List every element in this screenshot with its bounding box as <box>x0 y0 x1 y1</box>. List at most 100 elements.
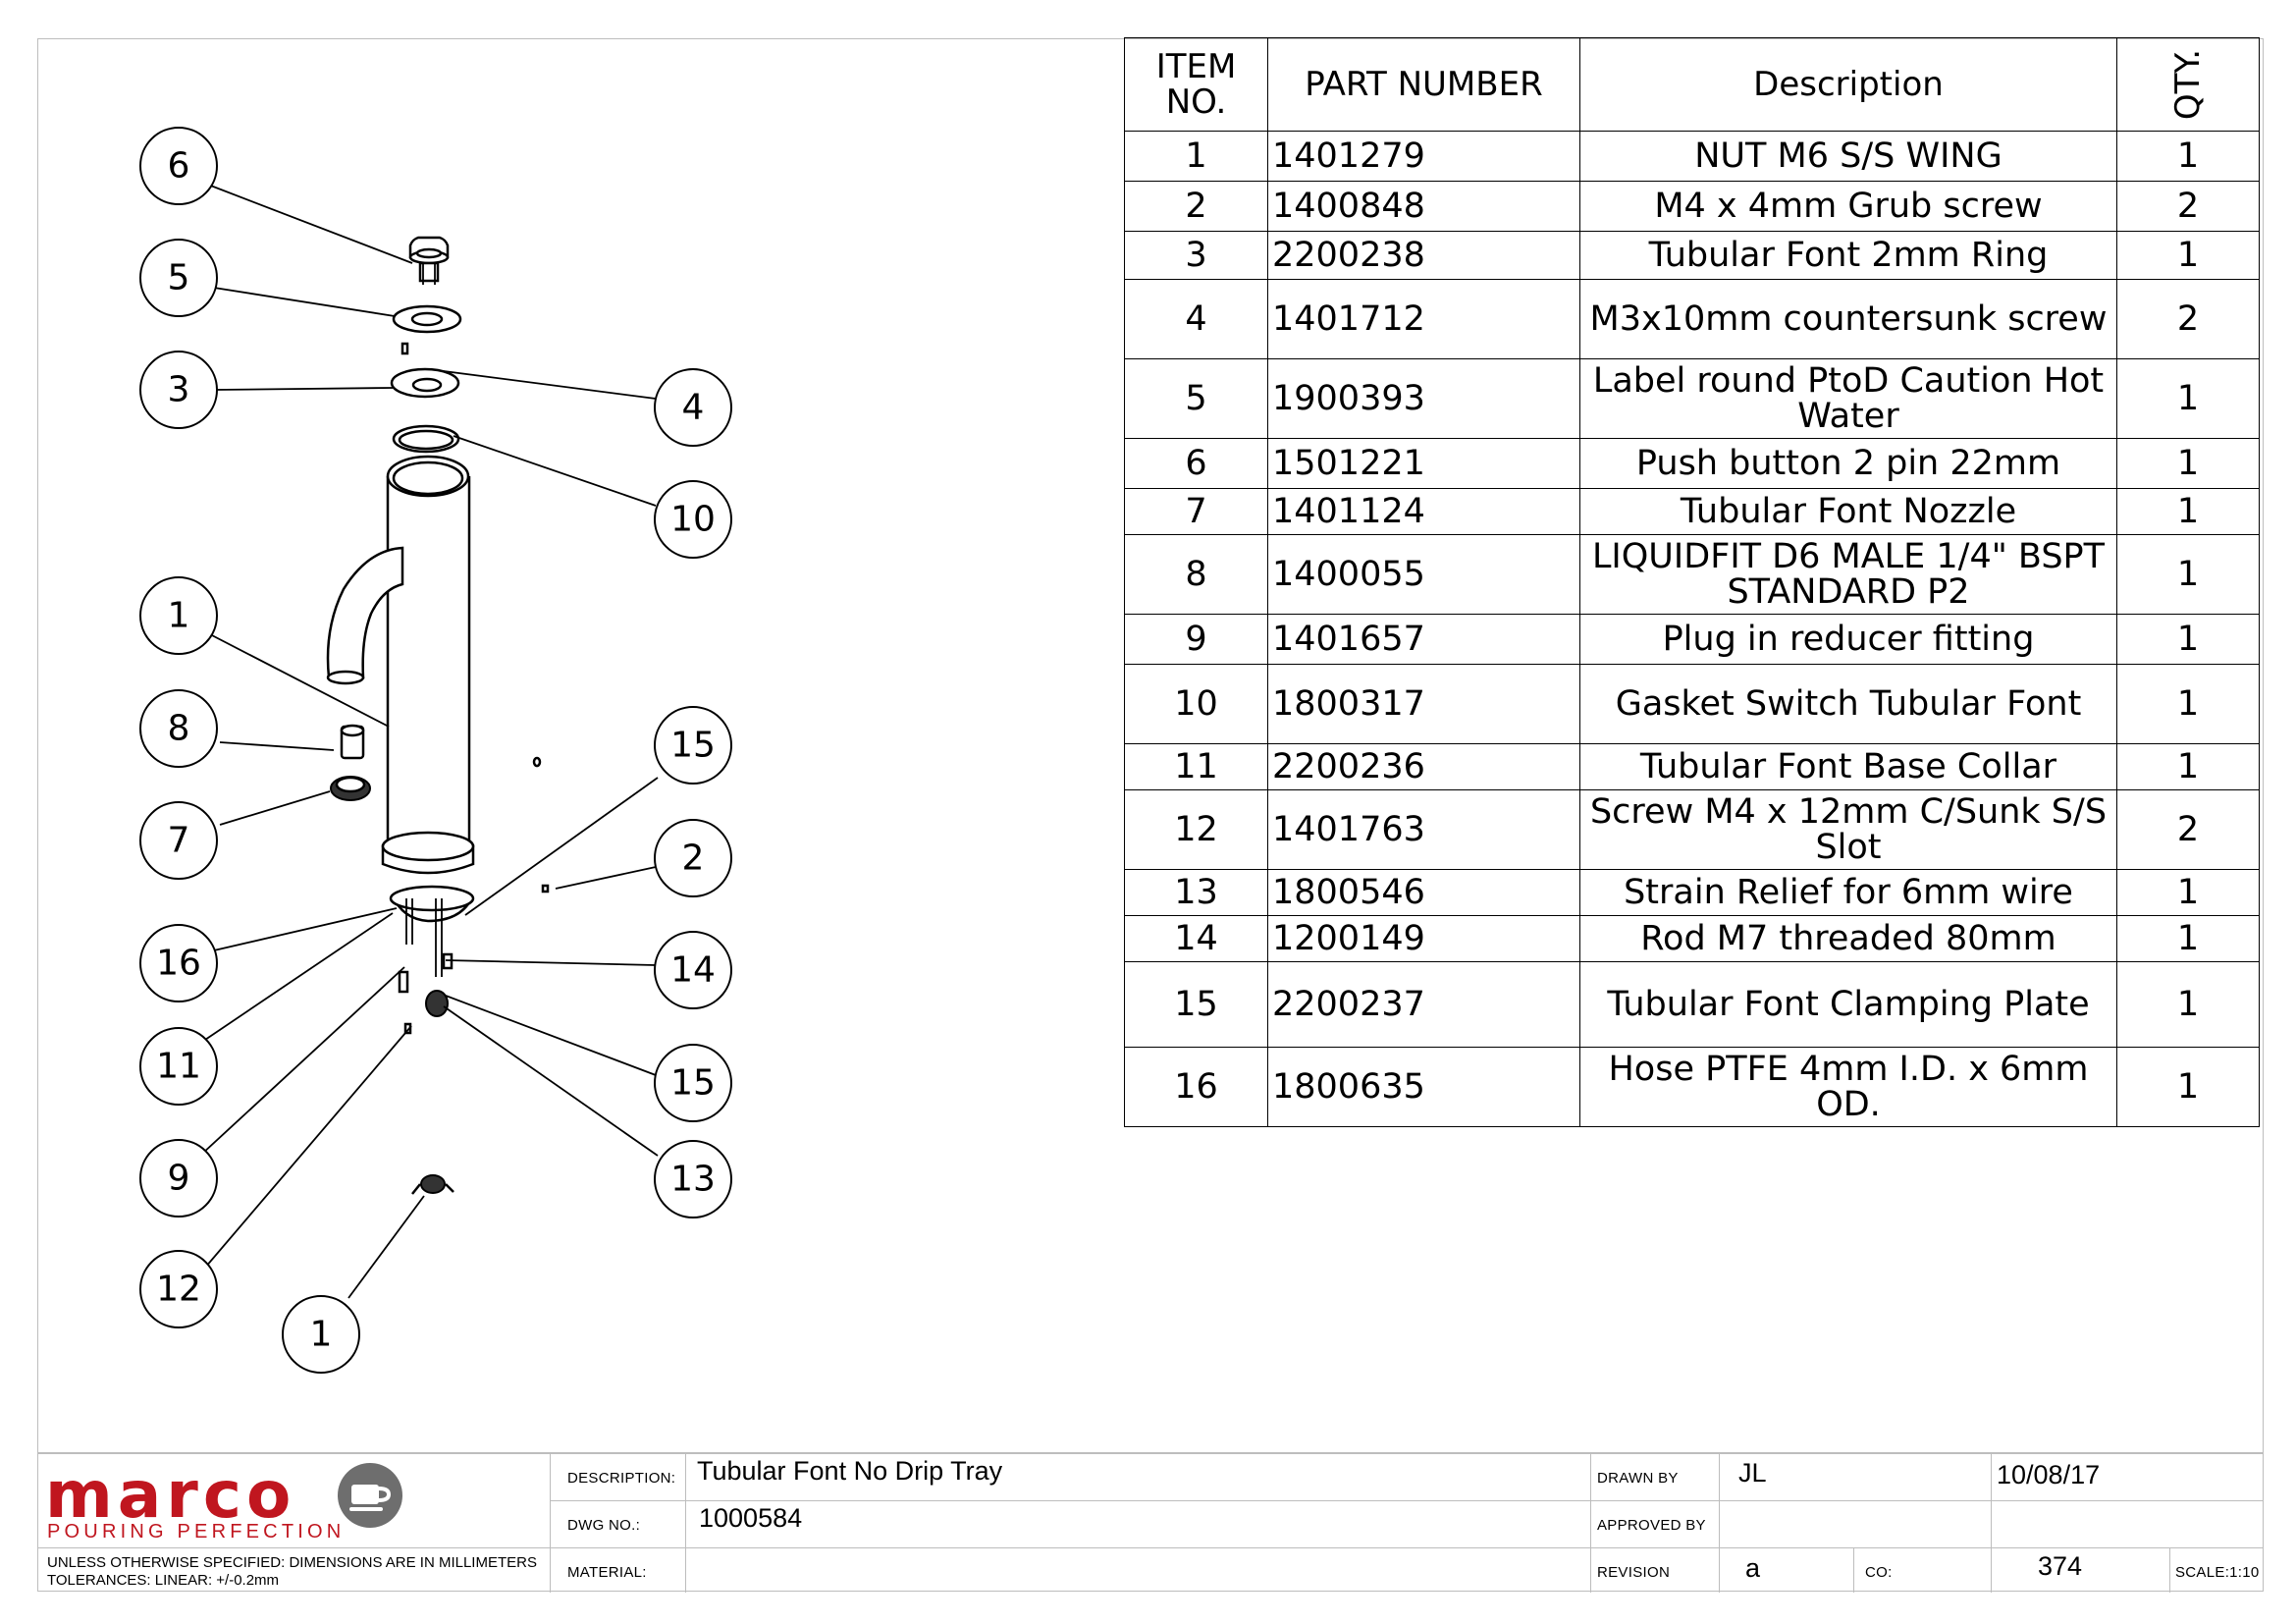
svg-text:3: 3 <box>168 370 190 410</box>
co-value: 374 <box>2038 1551 2083 1581</box>
wing-nut-part <box>411 1174 454 1195</box>
material-label: MATERIAL: <box>567 1564 647 1581</box>
bom-qty: 1 <box>2116 915 2260 962</box>
balloon: 13 <box>654 1140 732 1218</box>
svg-text:12: 12 <box>156 1270 201 1310</box>
bom-description: Push button 2 pin 22mm <box>1579 438 2117 489</box>
leader-lines <box>201 184 659 1299</box>
bom-qty: 1 <box>2116 869 2260 916</box>
liquidfit-part <box>340 724 365 760</box>
svg-text:15: 15 <box>670 726 716 766</box>
bom-description: NUT M6 S/S WING <box>1579 131 2117 182</box>
balloon: 10 <box>654 480 732 559</box>
bom-qty: 1 <box>2116 231 2260 280</box>
small-screw-part <box>400 342 409 355</box>
balloon: 16 <box>139 924 218 1002</box>
clamp-collar-part <box>389 885 475 977</box>
bom-part-number: 1800546 <box>1267 869 1580 916</box>
bom-description: Tubular Font Clamping Plate <box>1579 961 2117 1048</box>
balloon: 1 <box>139 576 218 655</box>
bom-item-no: 13 <box>1124 869 1268 916</box>
svg-text:1: 1 <box>168 596 190 636</box>
bom-item-no: 16 <box>1124 1047 1268 1127</box>
date-value: 10/08/17 <box>1997 1460 2101 1489</box>
bom-item-no: 11 <box>1124 743 1268 790</box>
bom-part-number: 1401763 <box>1267 789 1580 870</box>
bom-item-no: 15 <box>1124 961 1268 1048</box>
bom-qty: 1 <box>2116 664 2260 744</box>
bom-description: M3x10mm countersunk screw <box>1579 279 2117 359</box>
bom-header-row: ITEM NO. PART NUMBER Description QTY. <box>1124 37 2260 132</box>
bom-qty: 2 <box>2116 279 2260 359</box>
part-number-header: PART NUMBER <box>1267 37 1580 132</box>
title-block: marco POURING PERFECTION UNLESS OTHERWIS… <box>37 1452 2264 1593</box>
bom-qty: 1 <box>2116 1047 2260 1127</box>
svg-text:16: 16 <box>156 944 201 984</box>
svg-text:11: 11 <box>156 1047 201 1087</box>
bom-description: Label round PtoD Caution Hot Water <box>1579 358 2117 439</box>
bom-description: Gasket Switch Tubular Font <box>1579 664 2117 744</box>
ring-2mm-part <box>390 367 460 399</box>
balloon: 15 <box>654 706 732 785</box>
bom-part-number: 1401279 <box>1267 131 1580 182</box>
bom-item-no: 12 <box>1124 789 1268 870</box>
bom-item-no: 3 <box>1124 231 1268 280</box>
balloon: 6 <box>139 127 218 205</box>
rod-and-fittings-part <box>398 952 454 1035</box>
bom-part-number: 1401124 <box>1267 488 1580 535</box>
bom-qty: 1 <box>2116 743 2260 790</box>
bom-part-number: 1401712 <box>1267 279 1580 359</box>
bom-description: Screw M4 x 12mm C/Sunk S/S Slot <box>1579 789 2117 870</box>
caution-label-part <box>392 304 462 334</box>
bom-qty: 1 <box>2116 488 2260 535</box>
bom-part-number: 1400055 <box>1267 534 1580 615</box>
bom-part-number: 1800635 <box>1267 1047 1580 1127</box>
bom-description: Hose PTFE 4mm I.D. x 6mm OD. <box>1579 1047 2117 1127</box>
bom-item-no: 10 <box>1124 664 1268 744</box>
bom-part-number: 1900393 <box>1267 358 1580 439</box>
svg-text:5: 5 <box>168 258 190 298</box>
svg-text:10: 10 <box>670 500 716 540</box>
svg-text:7: 7 <box>168 821 190 861</box>
bom-part-number: 1800317 <box>1267 664 1580 744</box>
bom-part-number: 1401657 <box>1267 614 1580 665</box>
bom-qty: 1 <box>2116 961 2260 1048</box>
svg-text:15: 15 <box>670 1063 716 1104</box>
balloon: 15 <box>654 1044 732 1122</box>
svg-text:4: 4 <box>682 388 705 428</box>
dwg-no-value: 1000584 <box>699 1503 803 1533</box>
revision-label: REVISION <box>1597 1564 1671 1581</box>
bom-description: Tubular Font Base Collar <box>1579 743 2117 790</box>
balloon: 7 <box>139 801 218 880</box>
bom-qty: 1 <box>2116 438 2260 489</box>
bom-item-no: 2 <box>1124 181 1268 232</box>
revision-value: a <box>1745 1553 1761 1583</box>
bom-part-number: 2200238 <box>1267 231 1580 280</box>
description-label: DESCRIPTION: <box>567 1470 676 1487</box>
bom-description: M4 x 4mm Grub screw <box>1579 181 2117 232</box>
scale-label: SCALE:1:10 <box>2175 1564 2260 1581</box>
coffee-cup-icon <box>338 1463 402 1528</box>
bom-qty: 2 <box>2116 181 2260 232</box>
balloon: 8 <box>139 689 218 768</box>
bom-item-no: 9 <box>1124 614 1268 665</box>
marco-logo: marco <box>45 1457 296 1533</box>
bom-item-no: 5 <box>1124 358 1268 439</box>
bom-item-no: 6 <box>1124 438 1268 489</box>
svg-text:2: 2 <box>682 839 705 879</box>
dwg-no-label: DWG NO.: <box>567 1517 641 1534</box>
nozzle-part <box>330 776 371 801</box>
bom-description: LIQUIDFIT D6 MALE 1/4" BSPT STANDARD P2 <box>1579 534 2117 615</box>
bom-description: Tubular Font Nozzle <box>1579 488 2117 535</box>
balloon: 1 <box>282 1295 360 1374</box>
item-no-header: ITEM NO. <box>1124 37 1268 132</box>
